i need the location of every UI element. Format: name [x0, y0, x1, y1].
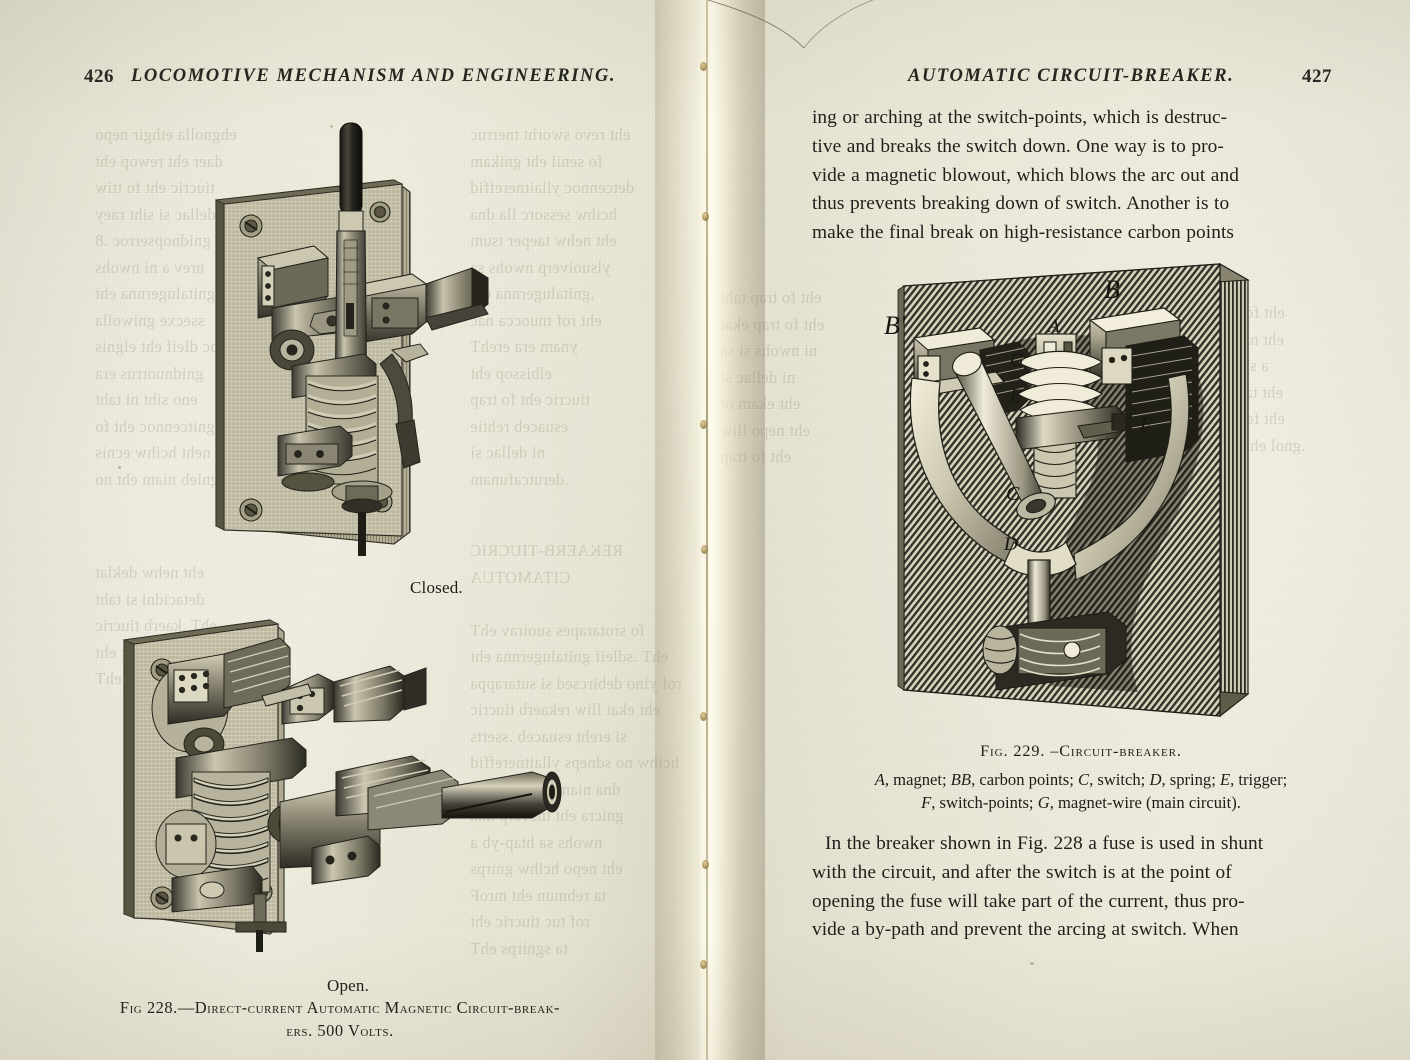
figure-key-letter: G — [1037, 793, 1050, 812]
right-page-paragraph-bottom: In the breaker shown in Fig. 228 a fuse … — [812, 830, 1357, 945]
text-line: vide a magnetic blowout, which blows the… — [812, 164, 1239, 186]
folio-right: 427 — [1302, 66, 1332, 87]
figure-229-callout-C: C — [1006, 483, 1020, 505]
figure-229-callout-A: A — [1046, 316, 1060, 337]
figure-228-open-engraving — [112, 612, 582, 952]
figure-key-text: , carbon points; — [971, 770, 1078, 789]
figure-229-caption-key-line2: F, switch-points; G, magnet-wire (main c… — [805, 791, 1357, 814]
figure-228-closed-engraving — [196, 118, 516, 558]
figure-key-letter: D — [1149, 770, 1162, 789]
right-page-paragraph-top: ing or arching at the switch-points, whi… — [812, 104, 1357, 248]
figure-key-text: , magnet-wire (main circuit). — [1049, 793, 1241, 812]
figure-229-callout-B: B — [1104, 275, 1120, 304]
figure-229-callout-B-prime: B' — [884, 311, 906, 340]
figure-key-letter: E — [1219, 770, 1231, 789]
figure-key-letter: A — [874, 770, 885, 789]
folio-left: 426 — [84, 66, 114, 87]
running-head-left: LOCOMOTIVE MECHANISM AND ENGINEERING. — [131, 66, 617, 86]
figure-229-caption: Fig. 229. –Circuit-breaker. A, magnet; B… — [805, 742, 1357, 814]
figure-key-text: , switch-points; — [931, 793, 1038, 812]
text-line: make the final break on high-resistance … — [812, 222, 1234, 244]
text-line: thus prevents breaking down of switch. A… — [812, 193, 1230, 215]
figure-229-callout-G: G — [1010, 350, 1024, 371]
figure-228-label-closed: Closed. — [410, 578, 463, 597]
figure-228-label-open: Open. — [327, 976, 370, 995]
text-line: vide a by-path and prevent the arcing at… — [812, 919, 1239, 941]
figure-228-caption: Fig 228.—Direct-current Automatic Magnet… — [60, 998, 620, 1041]
text-line: ing or arching at the switch-points, whi… — [812, 107, 1228, 128]
text-line: tive and breaks the switch down. One way… — [812, 135, 1224, 157]
figure-key-letter: BB — [950, 770, 972, 789]
figure-229-callout-F: F — [1139, 413, 1153, 435]
figure-228-caption-line1: Fig 228.—Direct-current Automatic Magnet… — [119, 998, 561, 1017]
figure-228-caption-line2: ers. 500 Volts. — [286, 1021, 394, 1040]
figure-key-text: , switch; — [1089, 770, 1150, 789]
text-line: with the circuit, and after the switch i… — [812, 861, 1232, 883]
figure-key-text: , spring; — [1161, 770, 1220, 789]
running-head-right: AUTOMATIC CIRCUIT-BREAKER. — [908, 66, 1235, 86]
right-page-surface — [706, 0, 1410, 1060]
figure-229-callout-D: D — [1003, 534, 1018, 555]
figure-key-letter: F — [921, 793, 932, 812]
figure-229-caption-line1: Fig. 229. –Circuit-breaker. — [980, 742, 1182, 760]
figure-key-text: , magnet; — [884, 770, 951, 789]
figure-key-text: , trigger; — [1230, 770, 1288, 789]
figure-229-callout-E: E — [1009, 386, 1022, 407]
figure-229-engraving: B' B A G E C D F — [868, 250, 1268, 735]
figure-229-caption-key-line1: A, magnet; BB, carbon points; C, switch;… — [805, 768, 1357, 791]
text-line: opening the fuse will take part of the c… — [812, 890, 1245, 912]
text-line: In the breaker shown in Fig. 228 a fuse … — [825, 833, 1264, 854]
figure-key-letter: C — [1077, 770, 1090, 789]
